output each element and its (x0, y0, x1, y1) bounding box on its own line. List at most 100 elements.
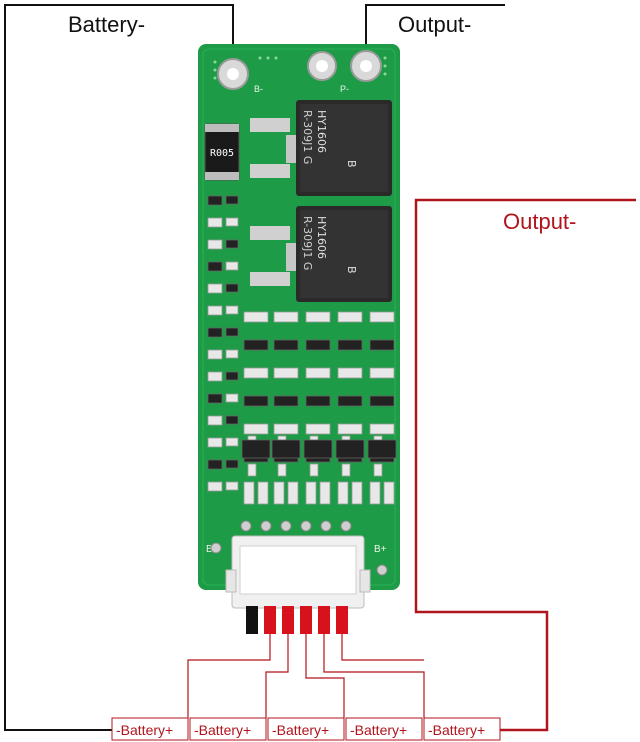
smd-left-part (225, 305, 239, 315)
battery-positive-label: -Battery+ (116, 722, 173, 738)
smd-left-part (207, 261, 223, 272)
mosfet-1-code: B (345, 160, 358, 168)
output-negative-top-label: Output- (398, 12, 471, 37)
smd-grid-part (305, 367, 331, 379)
output-negative-side-label: Output- (503, 209, 576, 234)
smd-grid-part (337, 395, 363, 407)
marking-b-plus: B+ (374, 544, 387, 555)
battery-positive-label: -Battery+ (428, 722, 485, 738)
smd-grid-part (369, 367, 395, 379)
smd-resistor (369, 481, 381, 505)
smd-grid-part (273, 423, 299, 435)
smd-resistor (257, 481, 269, 505)
smd-ic (335, 439, 365, 459)
smd-grid-part (309, 463, 319, 477)
smd-left-part (225, 239, 239, 249)
smd-grid-part (243, 311, 269, 323)
smd-grid-part (243, 367, 269, 379)
smd-grid-part (273, 339, 299, 351)
mosfet-2-part: HY1606 (315, 216, 328, 259)
smd-left-part (207, 327, 223, 338)
mosfet-2: HY1606 B R-309J1 G (250, 206, 392, 302)
smd-grid-part (337, 423, 363, 435)
smd-grid-part (337, 339, 363, 351)
smd-grid-part (337, 311, 363, 323)
smd-left-part (225, 327, 239, 337)
smd-left-part (207, 393, 223, 404)
smd-resistor (287, 481, 299, 505)
smd-left-part (225, 195, 239, 205)
pad-output-negative-1 (307, 51, 337, 81)
smd-left-part (225, 217, 239, 227)
marking-b-minus: B- (254, 84, 263, 94)
smd-left-part (225, 481, 239, 491)
smd-resistor (243, 481, 255, 505)
battery-positive-box (267, 717, 345, 741)
smd-left-part (207, 217, 223, 228)
battery-positive-label: -Battery+ (272, 722, 329, 738)
smd-left-part (207, 459, 223, 470)
smd-ic (271, 439, 301, 459)
battery-positive-box (189, 717, 267, 741)
smd-grid-part (305, 395, 331, 407)
battery-positive-box (423, 717, 501, 741)
smd-grid-part (341, 463, 351, 477)
smd-left-part (207, 349, 223, 360)
battery-negative-label: Battery- (68, 12, 145, 37)
smd-left-part (225, 371, 239, 381)
smd-grid-part (305, 423, 331, 435)
smd-grid-part (243, 339, 269, 351)
smd-resistor (319, 481, 331, 505)
smd-left-part (225, 283, 239, 293)
smd-ic (303, 439, 333, 459)
shunt-resistor: R005 (204, 123, 240, 181)
battery-negative-wire (4, 4, 234, 731)
smd-left-part (225, 437, 239, 447)
mosfet-2-lot: R-309J1 G (301, 216, 314, 270)
smd-left-part (207, 305, 223, 316)
mosfet-2-code: B (345, 266, 358, 274)
smd-grid-part (369, 339, 395, 351)
mosfet-1-part: HY1606 (315, 110, 328, 153)
balance-connector (225, 535, 371, 609)
battery-positive-box (111, 717, 189, 741)
smd-grid-part (273, 395, 299, 407)
smd-grid-part (305, 339, 331, 351)
smd-grid-part (277, 463, 287, 477)
smd-left-part (225, 459, 239, 469)
smd-left-part (207, 437, 223, 448)
smd-grid-part (373, 463, 383, 477)
battery-leader-lines (187, 634, 425, 718)
smd-left-part (207, 415, 223, 426)
battery-positive-labels: -Battery+ -Battery+ -Battery+ -Battery+ -Bat… (111, 717, 501, 741)
battery-positive-label: -Battery+ (350, 722, 407, 738)
smd-grid-part (305, 311, 331, 323)
smd-grid-part (369, 311, 395, 323)
smd-resistor (383, 481, 395, 505)
battery-positive-label: -Battery+ (194, 722, 251, 738)
smd-components (207, 195, 397, 505)
smd-left-part (225, 415, 239, 425)
smd-grid-part (369, 423, 395, 435)
mosfet-1: HY1606 B R-309J1 G (250, 100, 392, 196)
smd-left-part (225, 261, 239, 271)
balance-header-holes (240, 520, 352, 532)
pad-output-negative-2 (350, 50, 382, 82)
smd-ic (241, 439, 271, 459)
smd-grid-part (369, 395, 395, 407)
smd-resistor (351, 481, 363, 505)
smd-grid-part (337, 367, 363, 379)
smd-left-part (207, 195, 223, 206)
smd-ic (367, 439, 397, 459)
output-negative-top-wire (365, 4, 505, 62)
smd-left-part (207, 371, 223, 382)
battery-positive-box (345, 717, 423, 741)
smd-grid-part (243, 423, 269, 435)
output-negative-side-wire (414, 198, 636, 732)
smd-left-part (207, 283, 223, 294)
balance-wires (246, 606, 348, 634)
smd-grid-part (273, 311, 299, 323)
smd-left-part (207, 481, 223, 492)
smd-left-part (225, 393, 239, 403)
